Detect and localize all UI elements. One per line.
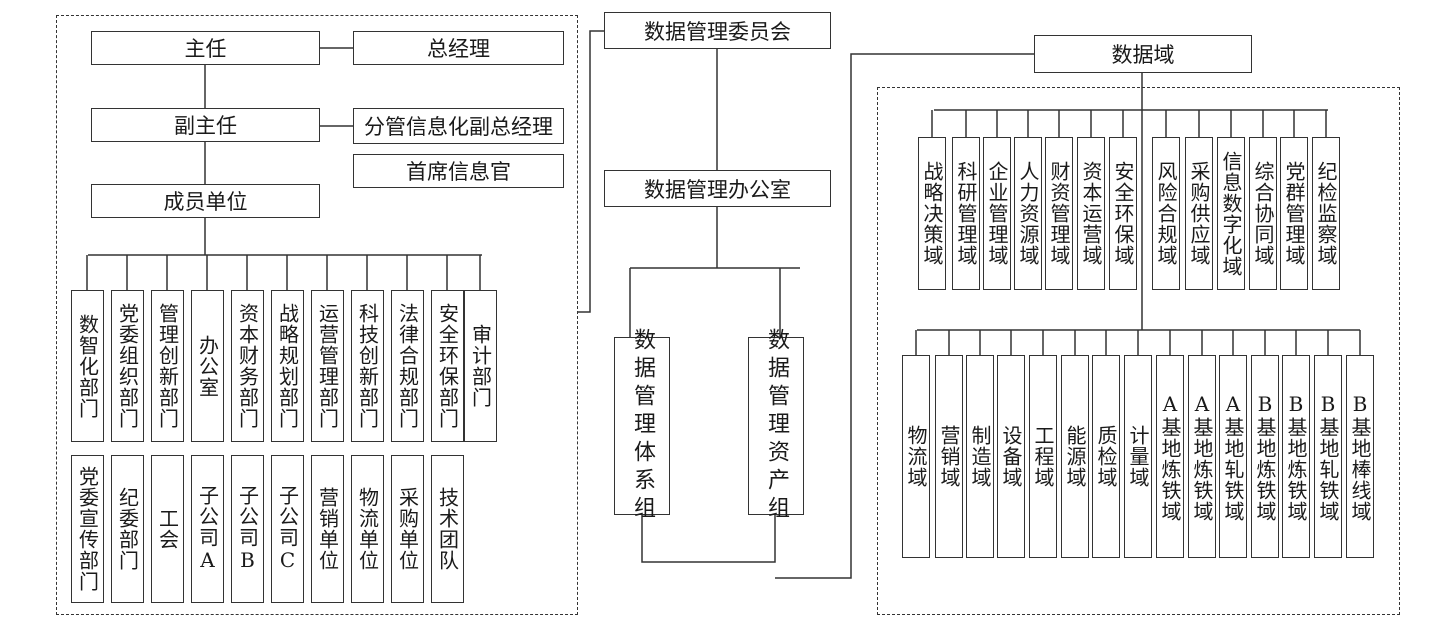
domain-b-10: A基地炼铁域: [1188, 355, 1216, 558]
domain-b-11: A基地轧铁域: [1219, 355, 1247, 558]
domain-13: 纪检监察域: [1312, 137, 1340, 290]
data-committee-box: 数据管理委员会: [604, 12, 831, 49]
domain-1: 战略决策域: [918, 137, 946, 290]
member-unit-b-8: 物流单位: [351, 455, 384, 603]
domain-3: 企业管理域: [983, 137, 1011, 290]
domain-12: 党群管理域: [1280, 137, 1308, 290]
domain-b-4: 设备域: [997, 355, 1025, 558]
domain-7: 安全环保域: [1109, 137, 1137, 290]
member-unit-b-2: 纪委部门: [111, 455, 144, 603]
domain-b-15: B基地棒线域: [1346, 355, 1374, 558]
member-unit-b-1: 党委宣传部门: [71, 455, 104, 603]
member-unit-b-4: 子公司A: [191, 455, 224, 603]
member-unit-1: 数智化部门: [71, 290, 104, 442]
member-unit-11: 审计部门: [464, 290, 497, 442]
member-unit-3: 管理创新部门: [151, 290, 184, 442]
domain-b-14: B基地轧铁域: [1314, 355, 1342, 558]
domain-6: 资本运营域: [1077, 137, 1105, 290]
asset-group-box: 数据管理资产组: [748, 328, 804, 524]
domain-b-3: 制造域: [966, 355, 994, 558]
domain-b-8: 计量域: [1124, 355, 1152, 558]
domain-2: 科研管理域: [952, 137, 980, 290]
member-unit-b-6: 子公司C: [271, 455, 304, 603]
domain-b-1: 物流域: [902, 355, 930, 558]
cio-box: 首席信息官: [353, 154, 564, 188]
domain-b-6: 能源域: [1061, 355, 1089, 558]
domain-group-frame: [877, 87, 1400, 615]
member-unit-b-10: 技术团队: [431, 455, 464, 603]
domain-b-13: B基地炼铁域: [1282, 355, 1310, 558]
member-unit-2: 党委组织部门: [111, 290, 144, 442]
data-office-box: 数据管理办公室: [604, 170, 831, 207]
member-unit-b-7: 营销单位: [311, 455, 344, 603]
member-unit-10: 安全环保部门: [431, 290, 464, 442]
member-unit-b-3: 工会: [151, 455, 184, 603]
general-manager-box: 总经理: [353, 31, 564, 65]
domain-9: 采购供应域: [1185, 137, 1213, 290]
domain-b-2: 营销域: [935, 355, 963, 558]
deputy-director-box: 副主任: [91, 108, 320, 142]
member-unit-b-5: 子公司B: [231, 455, 264, 603]
domain-5: 财资管理域: [1045, 137, 1073, 290]
committee-group-frame: [56, 15, 578, 615]
member-units-box: 成员单位: [91, 184, 320, 218]
member-unit-6: 战略规划部门: [271, 290, 304, 442]
member-unit-b-9: 采购单位: [391, 455, 424, 603]
data-domain-title-box: 数据域: [1034, 35, 1252, 73]
system-group-box: 数据管理体系组: [614, 328, 670, 524]
domain-b-5: 工程域: [1029, 355, 1057, 558]
domain-b-9: A基地炼铁域: [1156, 355, 1184, 558]
member-unit-9: 法律合规部门: [391, 290, 424, 442]
member-unit-8: 科技创新部门: [351, 290, 384, 442]
member-unit-7: 运营管理部门: [311, 290, 344, 442]
director-box: 主任: [91, 31, 320, 65]
member-unit-4: 办公室: [191, 290, 224, 442]
member-unit-5: 资本财务部门: [231, 290, 264, 442]
domain-b-7: 质检域: [1092, 355, 1120, 558]
domain-b-12: B基地炼铁域: [1251, 355, 1279, 558]
domain-10: 信息数字化域: [1217, 137, 1245, 290]
domain-11: 综合协同域: [1249, 137, 1277, 290]
domain-4: 人力资源域: [1014, 137, 1042, 290]
vp-it-box: 分管信息化副总经理: [353, 108, 564, 144]
domain-8: 风险合规域: [1152, 137, 1180, 290]
